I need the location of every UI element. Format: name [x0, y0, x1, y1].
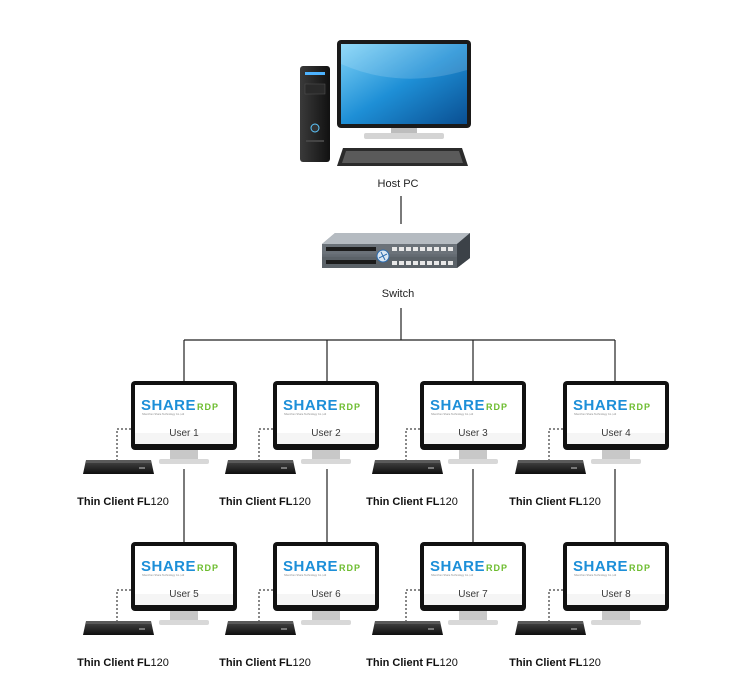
- monitor-and-thin-client-icon: [83, 381, 237, 474]
- brand-rdp-text: RDP: [339, 402, 361, 412]
- thin-client-label: Thin Client FL120: [509, 657, 601, 669]
- brand-rdp-text: RDP: [339, 563, 361, 573]
- brand-rdp-text: RDP: [486, 402, 508, 412]
- brand-share-text: SHARE: [430, 558, 485, 575]
- user-label: User 8: [601, 589, 631, 600]
- brand-rdp-text: RDP: [197, 402, 219, 412]
- brand-share-text: SHARE: [141, 397, 196, 414]
- share-rdp-logo: SHARERDP: [283, 397, 361, 414]
- switch-icon: [322, 233, 470, 268]
- brand-share-text: SHARE: [141, 558, 196, 575]
- user-label: User 4: [601, 428, 631, 439]
- share-rdp-logo: SHARERDP: [141, 558, 219, 575]
- monitor-and-thin-client-icon: [372, 381, 526, 474]
- user-label: User 2: [311, 428, 341, 439]
- user-label: User 1: [169, 428, 199, 439]
- brand-rdp-text: RDP: [486, 563, 508, 573]
- brand-tagline: Shenzhen Share Technology Co.,Ltd: [574, 412, 617, 416]
- brand-rdp-text: RDP: [629, 402, 651, 412]
- thin-client-label: Thin Client FL120: [366, 496, 458, 508]
- monitor-and-thin-client-icon: [225, 381, 379, 474]
- brand-tagline: Shenzhen Share Technology Co.,Ltd: [431, 573, 474, 577]
- user-label: User 3: [458, 428, 488, 439]
- keyboard-icon: [337, 148, 468, 166]
- thin-client-label: Thin Client FL120: [219, 496, 311, 508]
- share-rdp-logo: SHARERDP: [430, 397, 508, 414]
- brand-share-text: SHARE: [573, 558, 628, 575]
- thin-client-label: Thin Client FL120: [366, 657, 458, 669]
- brand-tagline: Shenzhen Share Technology Co.,Ltd: [574, 573, 617, 577]
- user-label: User 6: [311, 589, 341, 600]
- monitor-and-thin-client-icon: [515, 381, 669, 474]
- network-switch: Switch: [322, 233, 470, 300]
- monitor-and-thin-client-icon: [83, 542, 237, 635]
- share-rdp-logo: SHARERDP: [573, 558, 651, 575]
- switch-label: Switch: [382, 288, 414, 300]
- monitor-and-thin-client-icon: [225, 542, 379, 635]
- monitor-and-thin-client-icon: [372, 542, 526, 635]
- host-pc-label: Host PC: [378, 178, 419, 190]
- thin-client-label: Thin Client FL120: [509, 496, 601, 508]
- connection-lines: [183, 308, 616, 542]
- monitor-icon: [337, 40, 471, 139]
- share-rdp-logo: SHARERDP: [283, 558, 361, 575]
- brand-share-text: SHARE: [430, 397, 485, 414]
- host-pc: Host PC: [300, 40, 471, 190]
- user-label: User 7: [458, 589, 488, 600]
- brand-rdp-text: RDP: [197, 563, 219, 573]
- brand-tagline: Shenzhen Share Technology Co.,Ltd: [142, 573, 185, 577]
- thin-client-label: Thin Client FL120: [219, 657, 311, 669]
- user-label: User 5: [169, 589, 199, 600]
- monitor-and-thin-client-icon: [515, 542, 669, 635]
- brand-tagline: Shenzhen Share Technology Co.,Ltd: [284, 412, 327, 416]
- brand-tagline: Shenzhen Share Technology Co.,Ltd: [142, 412, 185, 416]
- brand-tagline: Shenzhen Share Technology Co.,Ltd: [284, 573, 327, 577]
- brand-share-text: SHARE: [573, 397, 628, 414]
- brand-share-text: SHARE: [283, 397, 338, 414]
- thin-client-label: Thin Client FL120: [77, 657, 169, 669]
- thin-client-label: Thin Client FL120: [77, 496, 169, 508]
- brand-share-text: SHARE: [283, 558, 338, 575]
- share-rdp-logo: SHARERDP: [573, 397, 651, 414]
- share-rdp-logo: SHARERDP: [430, 558, 508, 575]
- share-rdp-logo: SHARERDP: [141, 397, 219, 414]
- brand-rdp-text: RDP: [629, 563, 651, 573]
- pc-tower-icon: [300, 66, 330, 162]
- brand-tagline: Shenzhen Share Technology Co.,Ltd: [431, 412, 474, 416]
